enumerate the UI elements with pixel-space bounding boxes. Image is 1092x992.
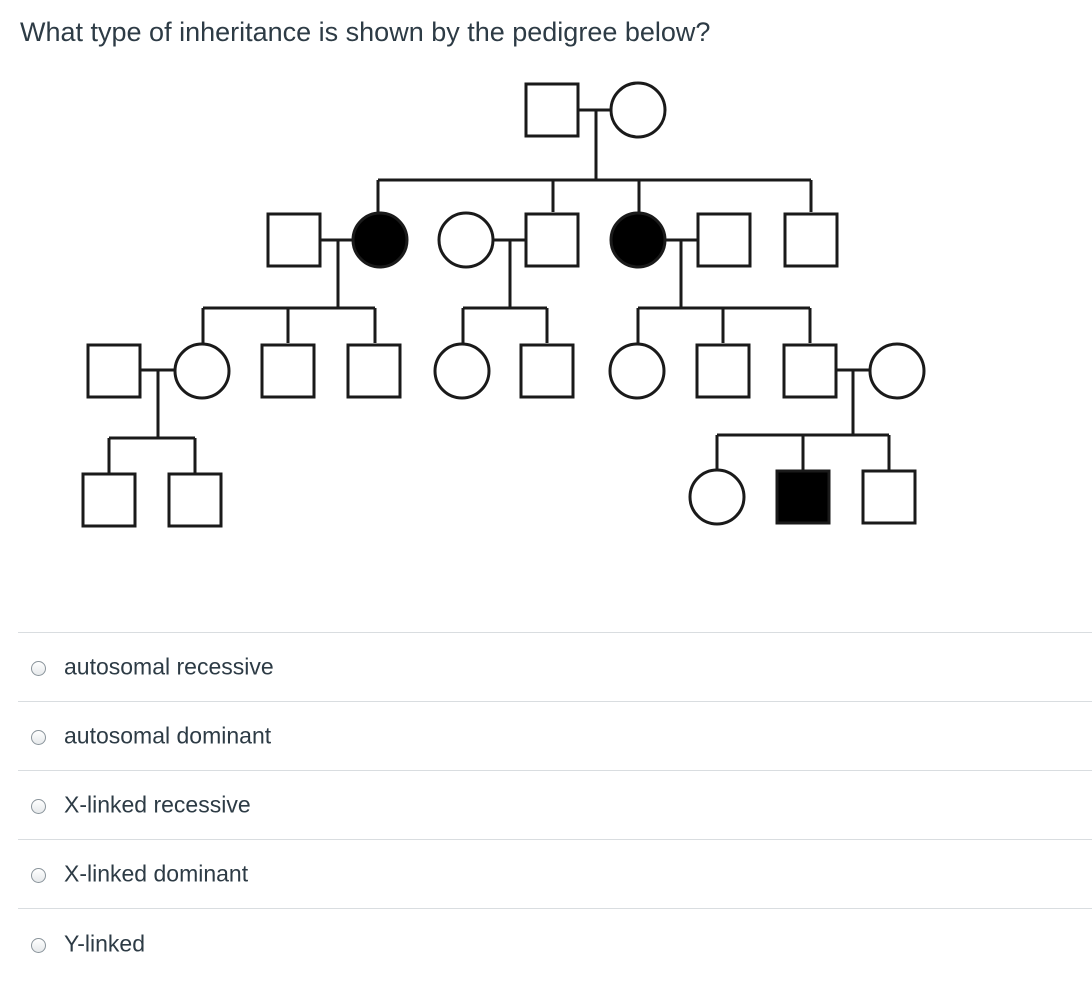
pedigree-symbols <box>81 81 926 528</box>
unaffected-male-square <box>260 343 316 399</box>
answer-option-x-linked-recessive[interactable]: X-linked recessive <box>18 770 1092 839</box>
unaffected-male-square <box>266 212 322 268</box>
affected-male-square <box>775 469 831 525</box>
unaffected-male-square <box>695 343 751 399</box>
answer-label: autosomal recessive <box>64 653 274 680</box>
unaffected-male-square <box>86 343 142 399</box>
unaffected-female-circle <box>868 342 926 400</box>
answer-option-x-linked-dominant[interactable]: X-linked dominant <box>18 839 1092 908</box>
affected-female-circle <box>609 211 667 269</box>
radio-button[interactable] <box>31 799 46 814</box>
unaffected-male-square <box>783 212 839 268</box>
answer-label: autosomal dominant <box>64 722 272 749</box>
affected-female-circle <box>351 211 409 269</box>
radio-button[interactable] <box>31 868 46 883</box>
answer-label: Y-linked <box>64 930 145 957</box>
answer-label: X-linked dominant <box>64 860 249 887</box>
unaffected-male-square <box>346 343 402 399</box>
unaffected-male-square <box>524 212 580 268</box>
unaffected-female-circle <box>437 211 495 269</box>
radio-button[interactable] <box>31 730 46 745</box>
unaffected-male-square <box>696 212 752 268</box>
radio-button[interactable] <box>31 938 46 953</box>
pedigree-lines <box>107 108 891 474</box>
unaffected-female-circle <box>433 342 491 400</box>
unaffected-male-square <box>782 343 838 399</box>
unaffected-female-circle <box>608 342 666 400</box>
unaffected-male-square <box>519 343 575 399</box>
radio-button[interactable] <box>31 661 46 676</box>
unaffected-female-circle <box>173 342 231 400</box>
unaffected-female-circle <box>688 468 746 526</box>
unaffected-male-square <box>167 472 223 528</box>
unaffected-male-square <box>524 82 580 138</box>
question-text: What type of inheritance is shown by the… <box>20 17 711 47</box>
pedigree-diagram <box>81 81 926 528</box>
unaffected-male-square <box>81 472 137 528</box>
answer-list: autosomal recessive autosomal dominant X… <box>18 632 1092 979</box>
unaffected-female-circle <box>609 81 667 139</box>
answer-option-autosomal-recessive[interactable]: autosomal recessive <box>18 632 1092 701</box>
answer-option-y-linked[interactable]: Y-linked <box>18 908 1092 979</box>
answer-option-autosomal-dominant[interactable]: autosomal dominant <box>18 701 1092 770</box>
unaffected-male-square <box>861 469 917 525</box>
answer-label: X-linked recessive <box>64 791 251 818</box>
